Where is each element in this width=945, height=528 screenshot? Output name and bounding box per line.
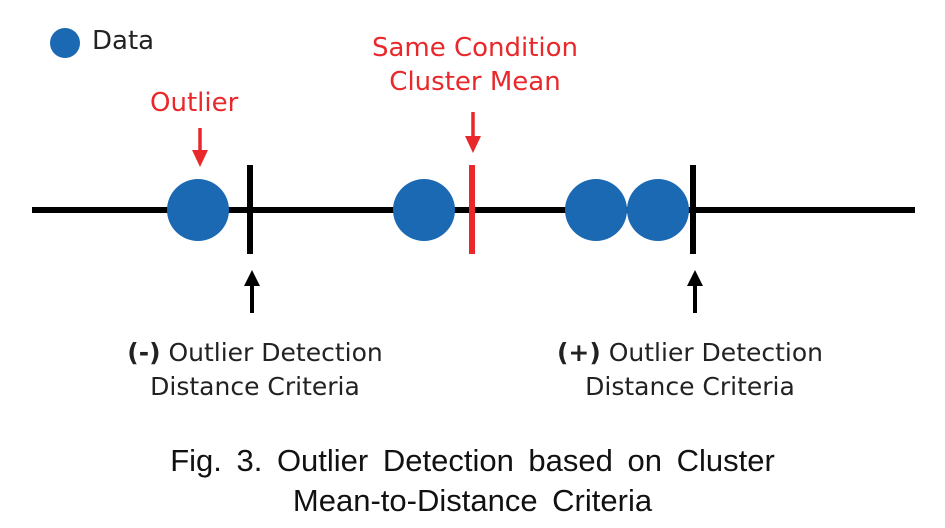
figure-caption-line1: Fig. 3. Outlier Detection based on Clust… <box>170 443 775 478</box>
pos-criteria-label-line2: Distance Criteria <box>585 372 795 401</box>
pos-criteria-arrow-icon <box>687 270 703 313</box>
cluster-mean-label-line2: Cluster Mean <box>389 67 561 97</box>
figure-caption: Fig. 3. Outlier Detection based on Clust… <box>0 441 945 521</box>
neg-criteria-arrow-icon <box>244 270 260 313</box>
outlier-arrow-icon <box>192 128 208 167</box>
pos-criteria-label: (+) Outlier Detection Distance Criteria <box>540 336 840 404</box>
pos-criteria-prefix: (+) <box>556 338 601 367</box>
pos-criteria-text: Outlier Detection <box>608 338 824 367</box>
neg-criteria-text: Outlier Detection <box>168 338 383 367</box>
data-point <box>393 179 455 241</box>
cluster-mean-label: Same Condition Cluster Mean <box>355 31 595 99</box>
data-point <box>565 179 627 241</box>
legend-data-label: Data <box>92 26 155 56</box>
neg-criteria-label: (-) Outlier Detection Distance Criteria <box>110 336 400 404</box>
data-point <box>627 179 689 241</box>
legend-data-icon <box>50 28 80 58</box>
figure-caption-line2: Mean-to-Distance Criteria <box>292 483 653 518</box>
data-point-outlier <box>167 179 229 241</box>
pos-criteria-label-line1: (+) Outlier Detection <box>540 336 840 370</box>
neg-criteria-label-line1: (-) Outlier Detection <box>110 336 400 370</box>
outlier-label: Outlier <box>150 88 239 118</box>
cluster-mean-arrow-icon <box>465 112 481 153</box>
neg-criteria-label-line2: Distance Criteria <box>150 372 360 401</box>
cluster-mean-label-line1: Same Condition <box>371 33 579 63</box>
neg-criteria-prefix: (-) <box>127 338 161 367</box>
